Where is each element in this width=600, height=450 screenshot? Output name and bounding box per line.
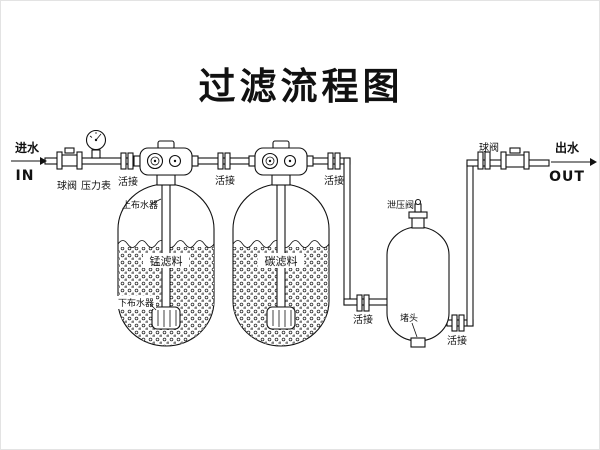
lower-distributor-label: 下布水器 (118, 297, 154, 309)
union-1: 活接 (118, 152, 138, 188)
control-valve-2 (248, 140, 314, 186)
ball-valve-right-label: 球阀 (479, 141, 499, 154)
union-4: 活接 (353, 294, 373, 326)
control-valve-1 (133, 140, 199, 186)
relief-valve-fitting (408, 198, 428, 229)
union-3-label: 活接 (324, 174, 344, 187)
upper-distributor-label: 上布水器 (122, 199, 158, 211)
inlet: 进水 IN (11, 140, 47, 184)
inlet-label-cn: 进水 (15, 140, 40, 155)
outlet-label-en: OUT (549, 169, 585, 185)
manganese-media-label: 锰滤料 (150, 254, 183, 268)
union-2-label: 活接 (215, 174, 235, 187)
tank2-riser-tube (276, 183, 286, 308)
union-3: 活接 (324, 152, 344, 187)
pressure-gauge-label: 压力表 (81, 179, 111, 192)
relief-valve-label: 泄压阀 (387, 199, 414, 211)
union-top-right (477, 151, 491, 170)
union-5: 活接 (447, 314, 467, 347)
diagram-title: 过滤流程图 (199, 65, 404, 108)
tank1-riser-tube (161, 183, 171, 308)
outlet: 出水 OUT (549, 140, 597, 185)
filter-vessel: 泄压阀 堵头 (386, 198, 450, 348)
union-1-label: 活接 (118, 175, 138, 188)
plug-label: 堵头 (400, 312, 418, 324)
tank1-bottom-distributor (151, 306, 181, 330)
union-5-label: 活接 (447, 334, 467, 347)
ball-valve-left-label: 球阀 (57, 179, 77, 192)
union-4-label: 活接 (353, 313, 373, 326)
carbon-media-label: 碳滤料 (265, 254, 298, 268)
filter-tank-1: 上布水器 锰滤料 下布水器 (116, 183, 215, 347)
inlet-label-en: IN (16, 168, 35, 184)
union-2: 活接 (215, 152, 235, 187)
ball-valve-right: 球阀 (479, 141, 530, 170)
pressure-gauge: 压力表 (81, 129, 111, 192)
ball-valve-left: 球阀 (56, 147, 83, 192)
filter-tank-2: 碳滤料 (232, 183, 330, 347)
tank2-bottom-distributor (266, 306, 296, 330)
outlet-label-cn: 出水 (555, 140, 580, 155)
vessel-bottom-plug (410, 337, 426, 348)
